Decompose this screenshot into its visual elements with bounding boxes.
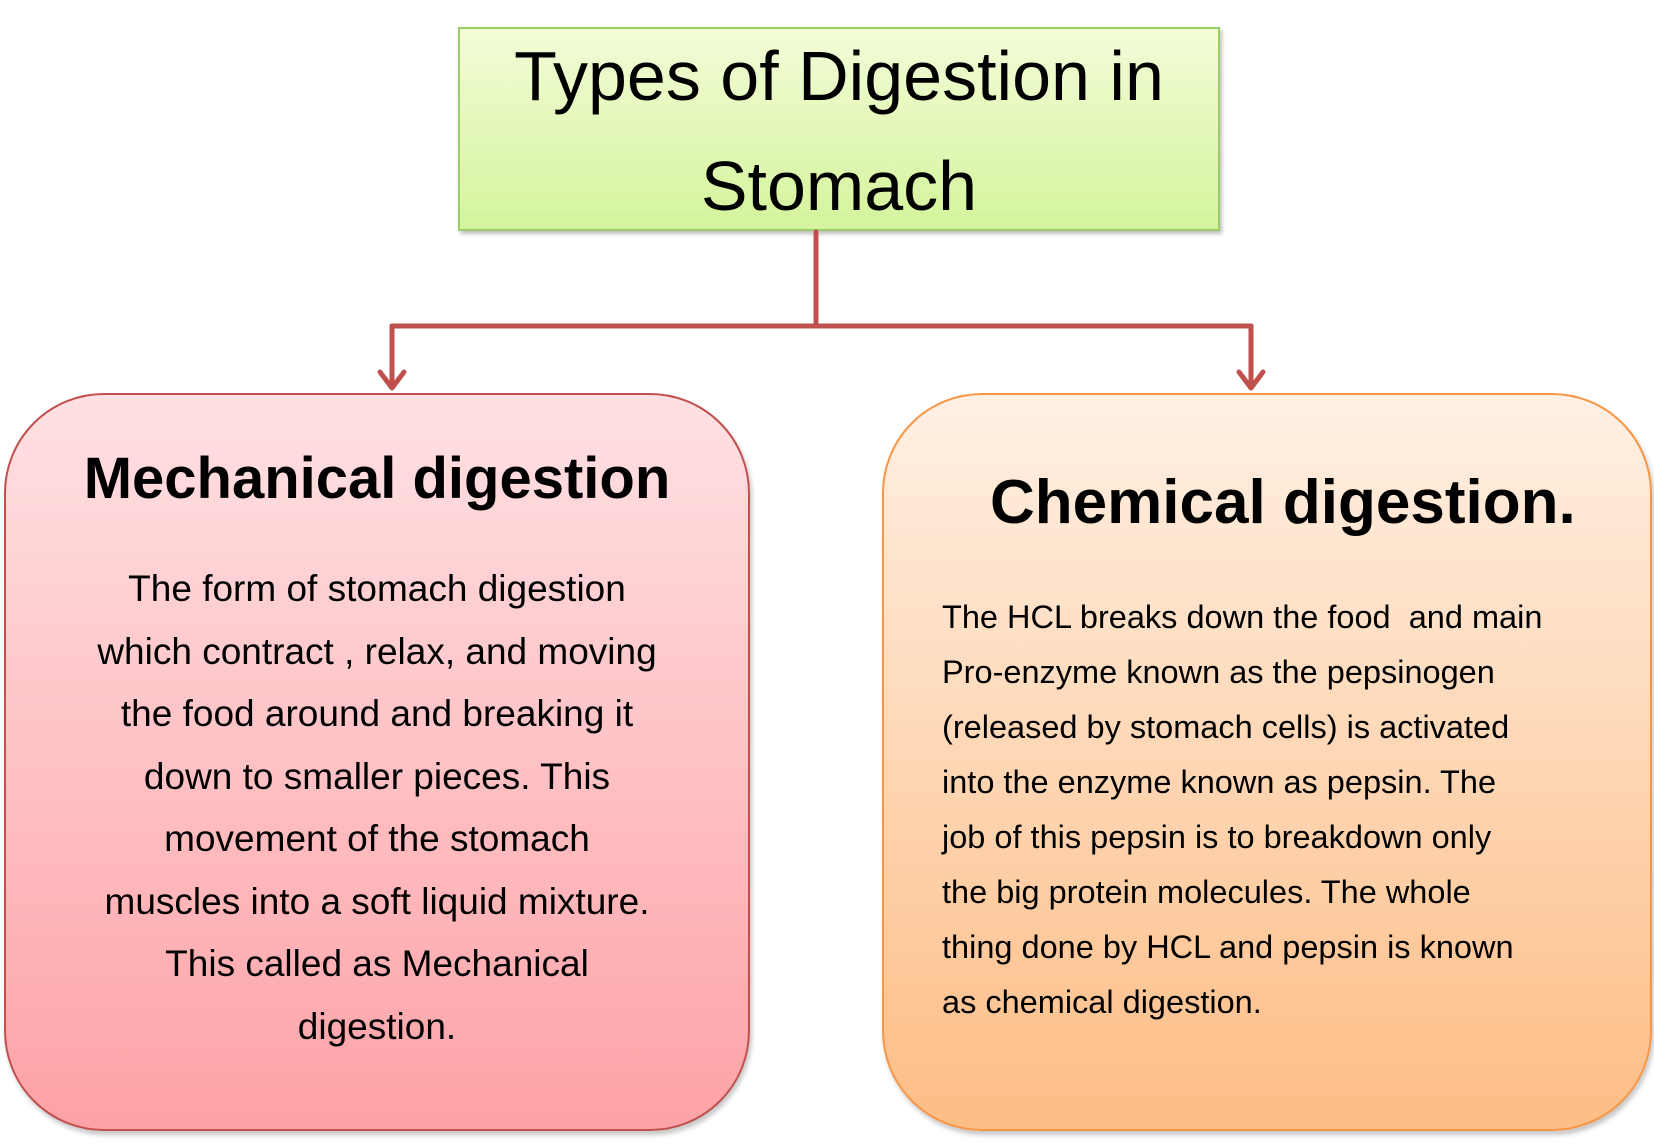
text-line: thing done by HCL and pepsin is known [942,929,1514,965]
text-line: the big protein molecules. The whole [942,874,1471,910]
title-box: Types of Digestion in Stomach [458,27,1220,231]
text-line: The form of stomach digestion [128,568,626,609]
text-line: which contract , relax, and moving [97,630,657,672]
left-arrowhead-icon [377,369,407,391]
text-line: job of this pepsin is to breakdown only [942,819,1492,855]
chemical-digestion-text: The HCL breaks down the food and main Pr… [942,590,1630,1030]
chemical-digestion-heading: Chemical digestion. [990,468,1576,537]
right-arrowhead-icon [1236,369,1266,391]
text-line: digestion. [297,1005,457,1047]
text-line: Pro-enzyme known as the pepsinogen [942,654,1495,690]
text-line: The HCL breaks down the food and main [942,599,1543,635]
text-line: down to smaller pieces. This [143,755,611,797]
chemical-digestion-card: Chemical digestion. The HCL breaks down … [882,393,1652,1131]
text-line: as chemical digestion. [942,984,1262,1020]
text-line: the food around and breaking it [120,693,634,734]
text-line: This called as Mechanical [165,943,589,984]
mechanical-digestion-text: The form of stomach digestion which cont… [46,558,708,1058]
text-line: movement of the stomach [164,818,590,859]
text-line: into the enzyme known as pepsin. The [942,764,1497,800]
diagram-title: Types of Digestion in Stomach [514,17,1164,241]
mechanical-digestion-heading: Mechanical digestion [83,446,671,511]
text-line: muscles into a soft liquid mixture. [104,880,650,922]
title-line-1: Types of Digestion in [514,37,1164,115]
text-line: (released by stomach cells) is activated [942,709,1510,745]
mechanical-digestion-card: Mechanical digestion The form of stomach… [4,393,750,1131]
title-line-2: Stomach [700,147,978,225]
